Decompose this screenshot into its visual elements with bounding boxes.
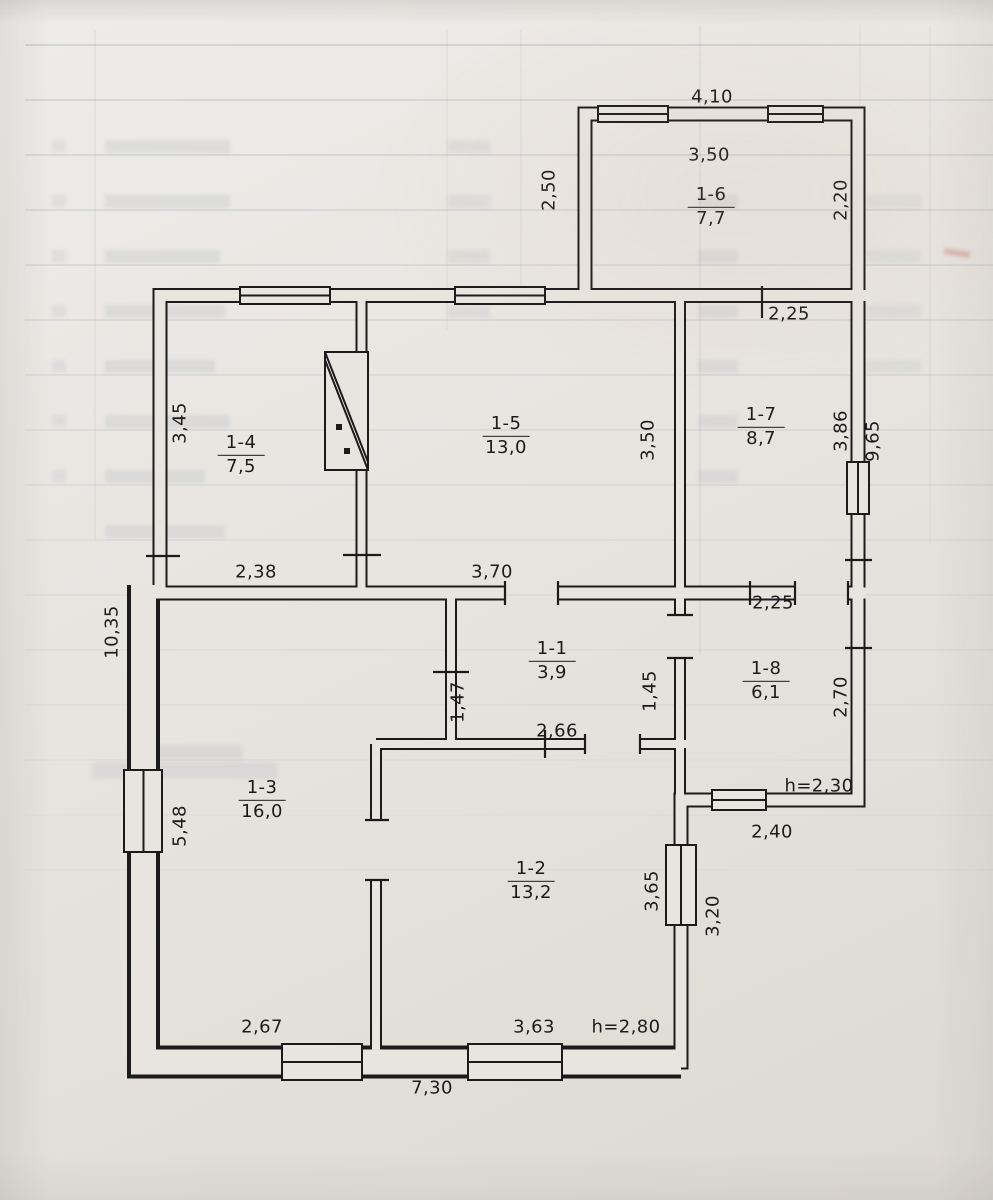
dim-r18-top: 2,25 xyxy=(752,592,794,614)
room-area: 7,7 xyxy=(696,207,726,229)
dim-r14-width: 2,38 xyxy=(235,561,277,583)
dim-r11-right: 1,45 xyxy=(639,670,661,712)
room-label-1-1: 1-1 3,9 xyxy=(528,638,576,683)
dim-r18-height: h=2,30 xyxy=(784,775,854,797)
dim-r12-right: 3,65 xyxy=(641,870,663,912)
room-id: 1-3 xyxy=(238,777,286,801)
dim-r15-width: 3,70 xyxy=(471,561,513,583)
room-label-1-5: 1-5 13,0 xyxy=(482,413,530,458)
room-label-1-8: 1-8 6,1 xyxy=(742,658,790,703)
dim-r12-height: h=2,80 xyxy=(591,1016,661,1038)
room-id: 1-6 xyxy=(687,184,735,208)
dim-r16-width-outer: 4,10 xyxy=(691,86,733,108)
dim-r12-right-outer: 3,20 xyxy=(702,895,724,937)
dim-r14-left: 3,45 xyxy=(169,402,191,444)
dim-r11-width: 2,66 xyxy=(536,720,578,742)
room-area: 7,5 xyxy=(226,455,256,477)
dim-r18-width: 2,40 xyxy=(751,821,793,843)
room-label-1-6: 1-6 7,7 xyxy=(687,184,735,229)
room-id: 1-2 xyxy=(507,858,555,882)
dim-r16-right: 2,20 xyxy=(830,179,852,221)
room-label-1-3: 1-3 16,0 xyxy=(238,777,286,822)
room-id: 1-4 xyxy=(217,432,265,456)
room-area: 6,1 xyxy=(751,681,781,703)
room-label-1-4: 1-4 7,5 xyxy=(217,432,265,477)
dim-r16-left: 2,50 xyxy=(538,169,560,211)
dim-r12-width: 3,63 xyxy=(513,1016,555,1038)
room-label-1-2: 1-2 13,2 xyxy=(507,858,555,903)
dim-r17-right: 3,86 xyxy=(830,410,852,452)
dim-r15-right: 3,50 xyxy=(637,419,659,461)
room-area: 3,9 xyxy=(537,661,567,683)
dim-r13-width: 2,67 xyxy=(241,1016,283,1038)
room-id: 1-7 xyxy=(737,404,785,428)
room-label-1-7: 1-7 8,7 xyxy=(737,404,785,449)
room-area: 8,7 xyxy=(746,427,776,449)
room-id: 1-8 xyxy=(742,658,790,682)
room-area: 13,2 xyxy=(510,881,552,903)
room-id: 1-5 xyxy=(482,413,530,437)
dim-r13-left: 5,48 xyxy=(169,805,191,847)
dim-right-total: 9,65 xyxy=(862,420,884,462)
chimney-block xyxy=(324,351,369,471)
dim-bottom-total: 7,30 xyxy=(411,1077,453,1099)
window-symbols xyxy=(123,105,870,1081)
dimension-ticks xyxy=(146,286,872,882)
room-area: 16,0 xyxy=(241,800,283,822)
room-area: 13,0 xyxy=(485,436,527,458)
dim-left-total: 10,35 xyxy=(101,605,123,659)
dim-r16-width-inner: 3,50 xyxy=(688,144,730,166)
dim-r16-passage: 2,25 xyxy=(768,303,810,325)
room-id: 1-1 xyxy=(528,638,576,662)
dim-r11-left: 1,47 xyxy=(447,681,469,723)
dim-r18-right: 2,70 xyxy=(830,676,852,718)
